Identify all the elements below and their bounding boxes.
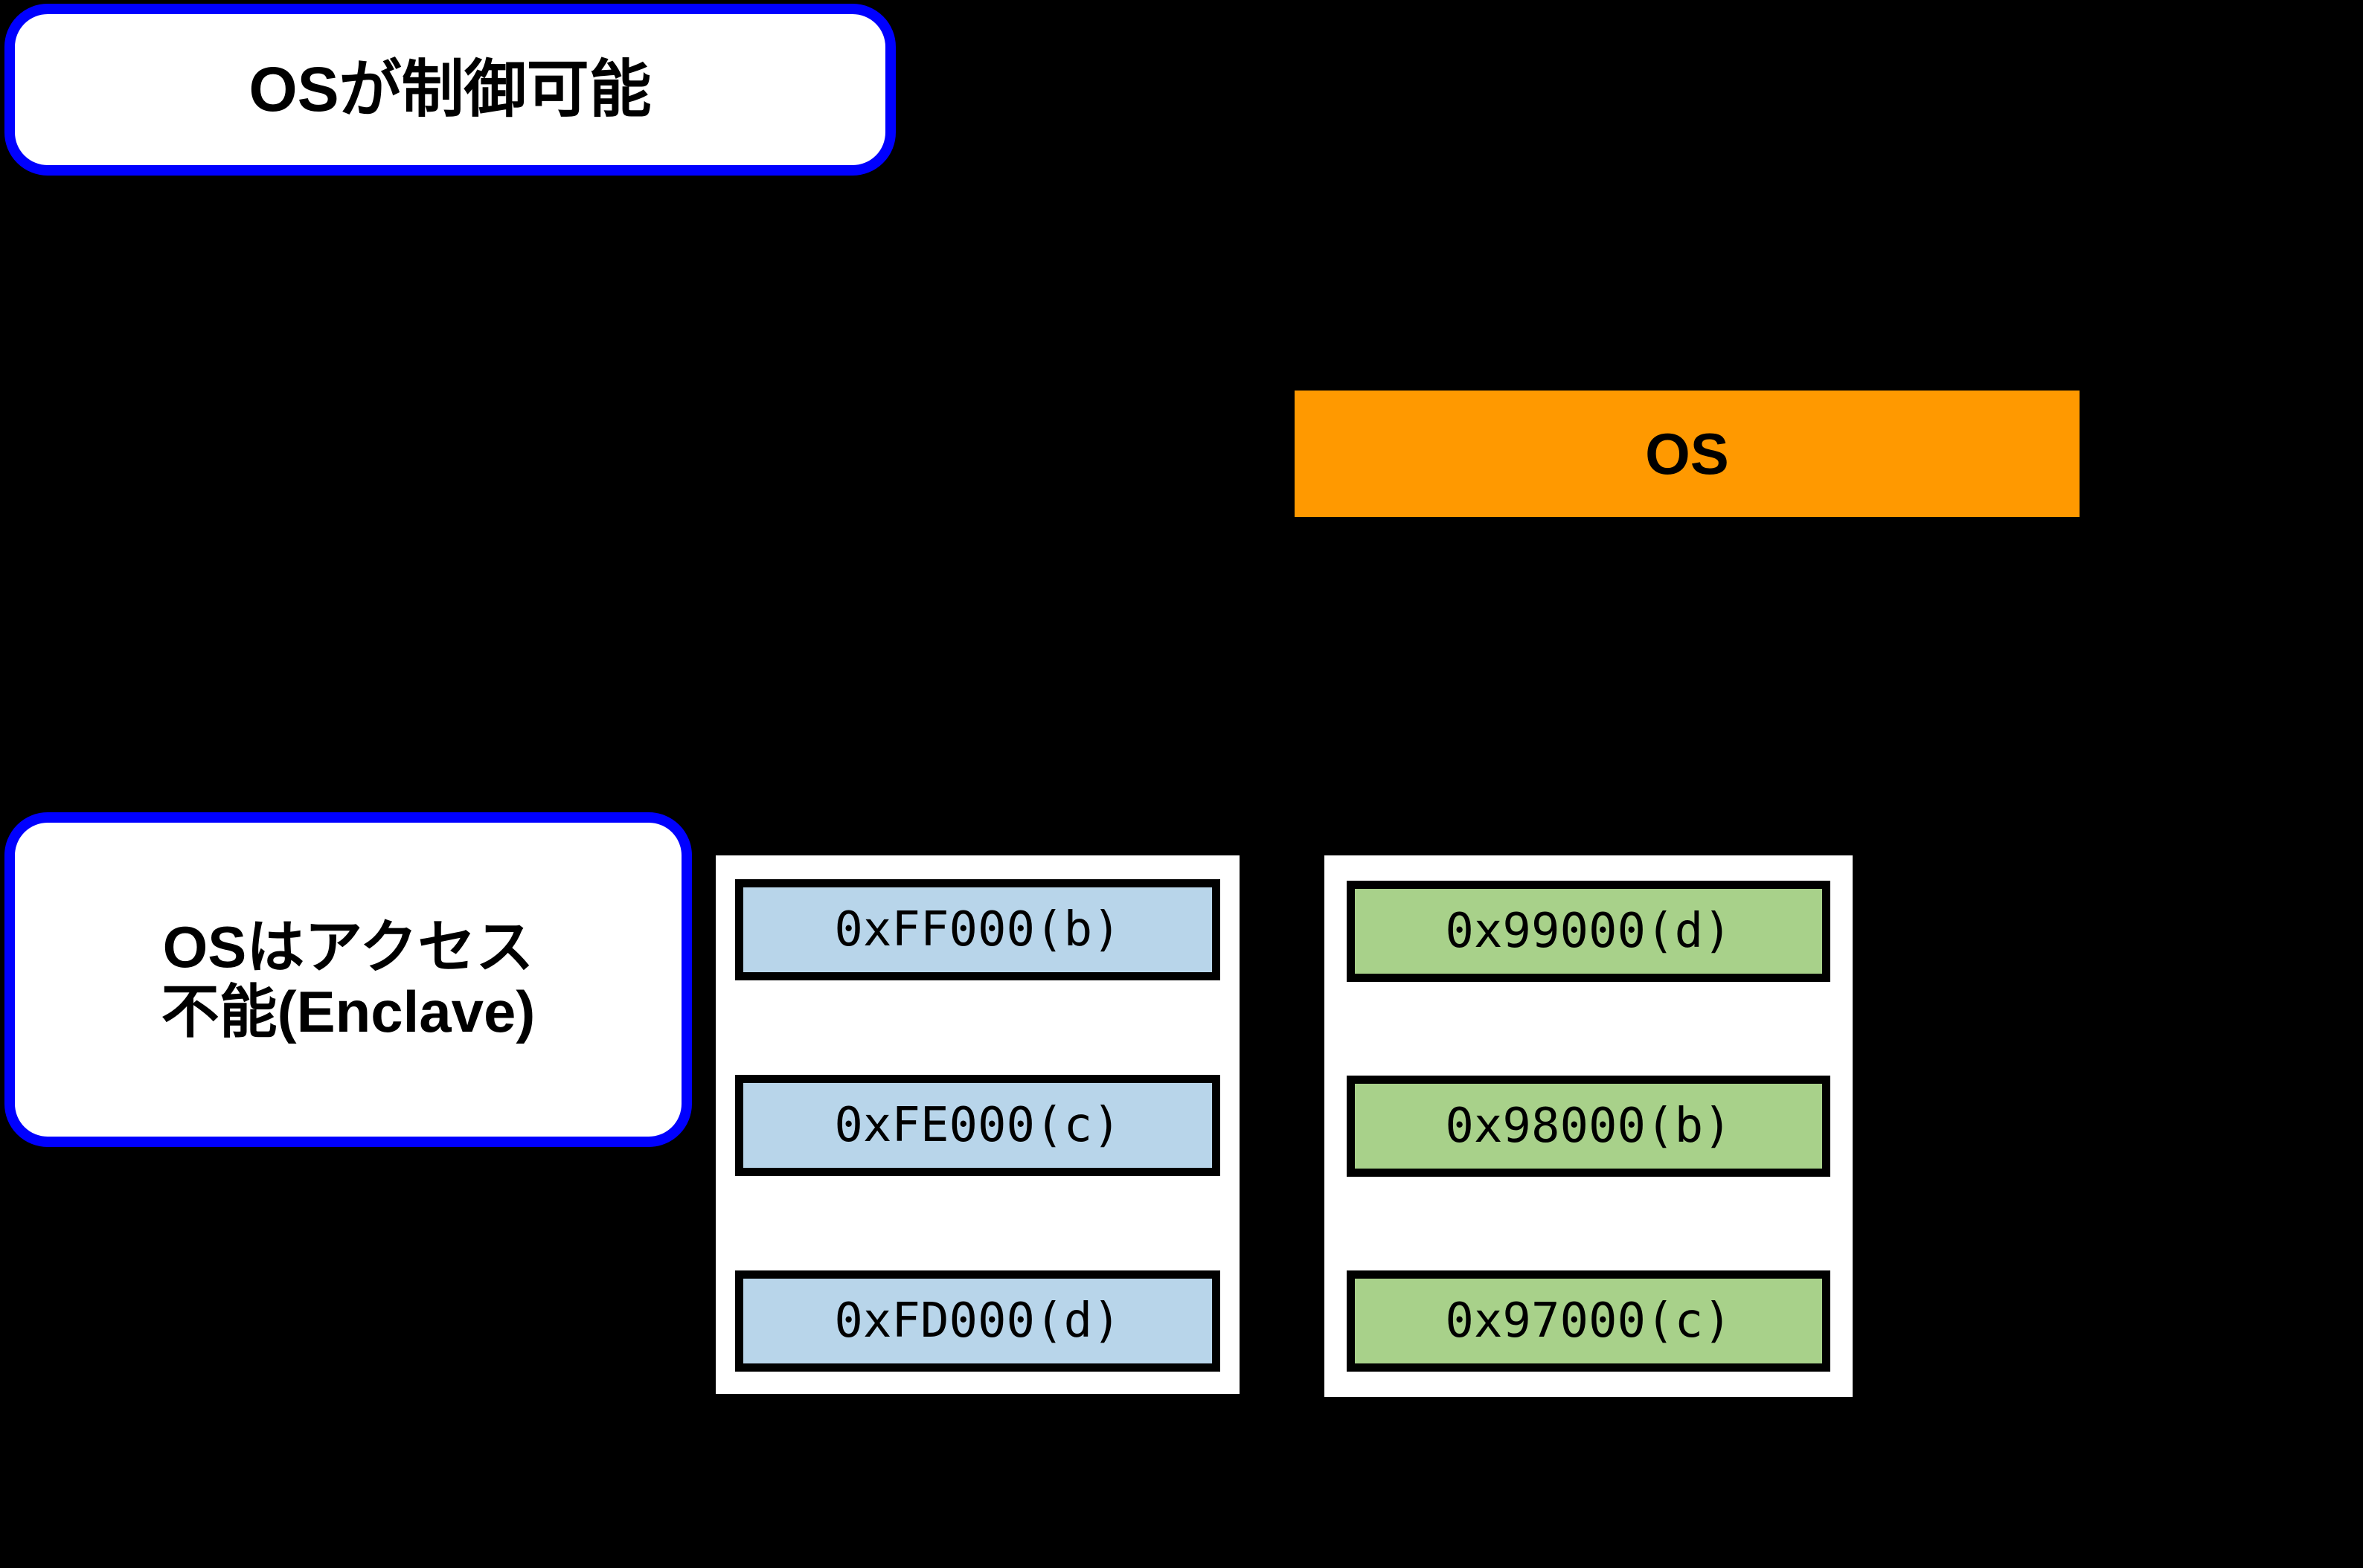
- memory-panel-os: 0x99000(d) 0x98000(b) 0x97000(c): [1324, 855, 1853, 1397]
- memory-panel-enclave: 0xFF000(b) 0xFE000(c) 0xFD000(d): [716, 855, 1240, 1394]
- memory-cell-label: 0x97000(c): [1445, 1294, 1732, 1349]
- memory-cell: 0x99000(d): [1347, 881, 1830, 982]
- memory-cell-label: 0xFF000(b): [834, 902, 1121, 957]
- memory-cell-label: 0xFD000(d): [834, 1294, 1121, 1349]
- os-region-label: OS: [1645, 421, 1729, 486]
- callout-os-controllable: OSが制御可能: [4, 4, 896, 176]
- memory-cell: 0x97000(c): [1347, 1270, 1830, 1372]
- memory-cell: 0x98000(b): [1347, 1076, 1830, 1177]
- memory-cell-label: 0x98000(b): [1445, 1099, 1732, 1154]
- memory-cell: 0xFF000(b): [735, 879, 1220, 980]
- memory-cell: 0xFE000(c): [735, 1075, 1220, 1176]
- memory-cell: 0xFD000(d): [735, 1270, 1220, 1372]
- memory-cell-label: 0x99000(d): [1445, 904, 1732, 959]
- callout-os-no-access: OSはアクセス 不能(Enclave): [4, 812, 692, 1147]
- os-region-bar: OS: [1295, 391, 2080, 517]
- callout-os-controllable-label: OSが制御可能: [249, 54, 652, 125]
- memory-cell-label: 0xFE000(c): [834, 1098, 1121, 1153]
- callout-os-no-access-label: OSはアクセス 不能(Enclave): [161, 913, 536, 1044]
